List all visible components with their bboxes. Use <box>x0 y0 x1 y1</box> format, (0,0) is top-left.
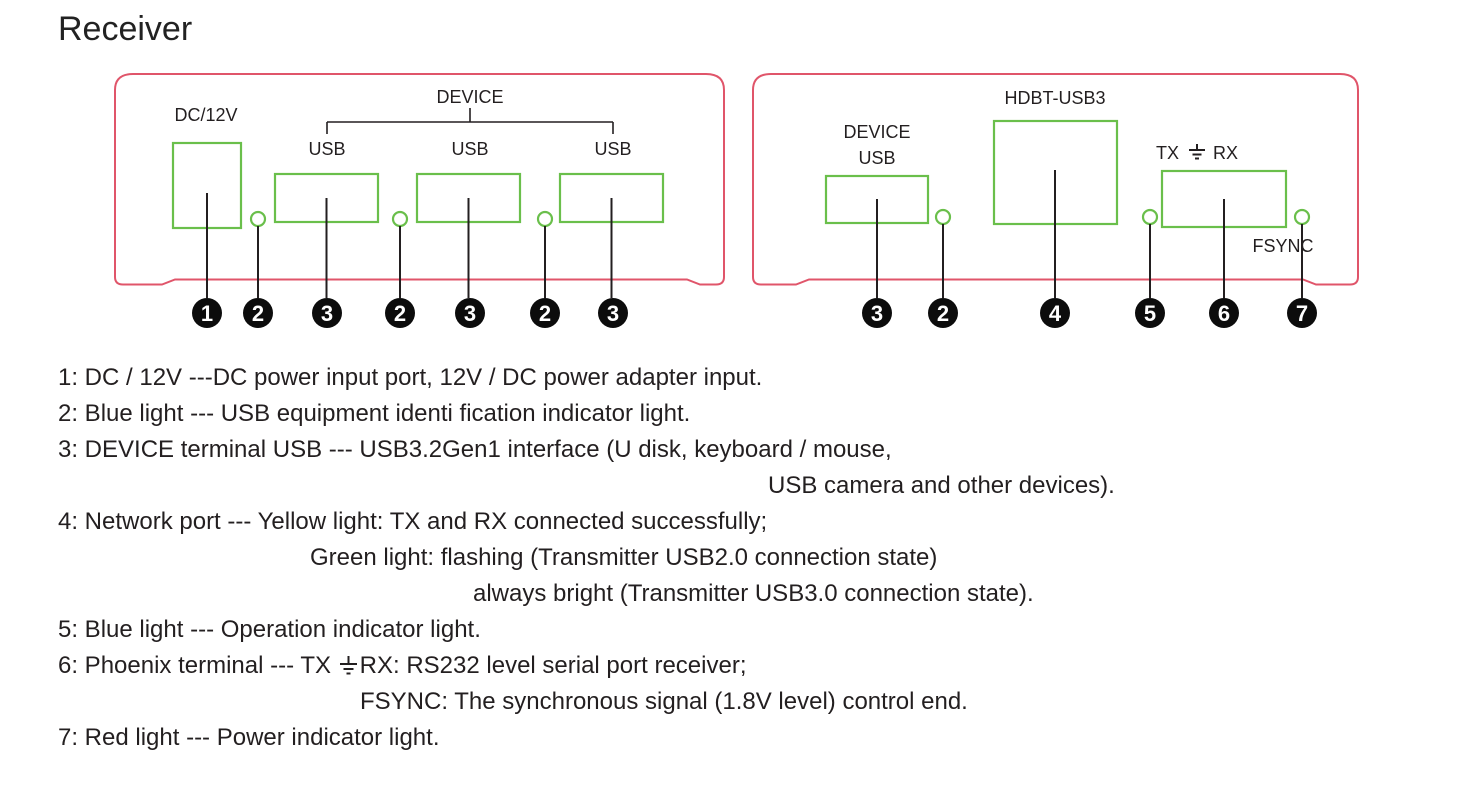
left-leader-lines <box>206 193 613 298</box>
legend-line-2: 2: Blue light --- USB equipment identi f… <box>58 400 691 427</box>
power-led <box>1293 208 1311 226</box>
right-leader-lines <box>876 170 1303 298</box>
legend-line-6b: FSYNC: The synchronous signal (1.8V leve… <box>360 688 968 715</box>
callout-number: 2 <box>394 301 406 326</box>
usb-label-3: USB <box>594 139 631 159</box>
device-label: DEVICE <box>436 87 503 107</box>
legend-line-5: 5: Blue light --- Operation indicator li… <box>58 616 481 643</box>
ground-symbol-icon <box>1189 144 1205 160</box>
callout-circle <box>928 298 958 328</box>
callout-circle <box>1135 298 1165 328</box>
device-usb-label-line1: DEVICE <box>843 122 910 142</box>
callout-number: 1 <box>201 301 213 326</box>
legend-line-4b: Green light: flashing (Transmitter USB2.… <box>310 544 938 571</box>
legend-line-6: 6: Phoenix terminal --- TX RX: RS232 lev… <box>58 648 1438 684</box>
callout-number: 2 <box>252 301 264 326</box>
blue-led-2 <box>391 210 409 228</box>
callout-circle <box>862 298 892 328</box>
callout-circle <box>530 298 560 328</box>
legend-line-1: 1: DC / 12V ---DC power input port, 12V … <box>58 364 763 391</box>
legend: 1: DC / 12V ---DC power input port, 12V … <box>58 360 1438 756</box>
receiver-diagram: DC/12V DEVICE USB USB USB 1 <box>114 73 1359 328</box>
right-panel: DEVICE USB HDBT-USB3 TX RX FSYNC 3 <box>752 73 1359 328</box>
blue-led-3 <box>536 210 554 228</box>
operation-led <box>1141 208 1159 226</box>
callout-circle <box>385 298 415 328</box>
legend-line-6-pre: 6: Phoenix terminal --- TX <box>58 652 338 679</box>
ground-symbol-icon <box>339 656 357 675</box>
callout-number: 3 <box>464 301 476 326</box>
hdbt-usb3-label: HDBT-USB3 <box>1004 88 1105 108</box>
tx-label: TX <box>1156 143 1179 163</box>
callout-number: 5 <box>1144 301 1156 326</box>
left-panel-outline <box>114 73 725 286</box>
legend-line-3: 3: DEVICE terminal USB --- USB3.2Gen1 in… <box>58 436 892 463</box>
callout-circle <box>598 298 628 328</box>
legend-line-6-post: RX: RS232 level serial port receiver; <box>359 652 747 679</box>
usb-label-2: USB <box>451 139 488 159</box>
callout-number: 2 <box>539 301 551 326</box>
left-callouts: 1 2 3 2 3 2 3 <box>192 298 628 328</box>
blue-led-1 <box>249 210 267 228</box>
callout-circle <box>192 298 222 328</box>
callout-number: 4 <box>1049 301 1062 326</box>
callout-number: 7 <box>1296 301 1308 326</box>
usb-label-1: USB <box>308 139 345 159</box>
callout-number: 3 <box>871 301 883 326</box>
device-usb-label-line2: USB <box>858 148 895 168</box>
callout-circle <box>1209 298 1239 328</box>
callout-circle <box>1287 298 1317 328</box>
legend-line-3b: USB camera and other devices). <box>768 472 1115 499</box>
callout-circle <box>1040 298 1070 328</box>
blue-led-right <box>934 208 952 226</box>
dc12v-label: DC/12V <box>174 105 237 125</box>
right-callouts: 3 2 4 5 6 7 <box>862 298 1317 328</box>
left-panel: DC/12V DEVICE USB USB USB 1 <box>114 73 725 328</box>
callout-circle <box>312 298 342 328</box>
callout-number: 3 <box>321 301 333 326</box>
callout-number: 2 <box>937 301 949 326</box>
legend-line-7: 7: Red light --- Power indicator light. <box>58 724 440 751</box>
callout-number: 6 <box>1218 301 1230 326</box>
callout-circle <box>455 298 485 328</box>
page-title: Receiver <box>58 10 193 48</box>
legend-line-4c: always bright (Transmitter USB3.0 connec… <box>473 580 1034 607</box>
device-bracket <box>326 108 614 134</box>
callout-circle <box>243 298 273 328</box>
fsync-label: FSYNC <box>1252 236 1313 256</box>
legend-line-4: 4: Network port --- Yellow light: TX and… <box>58 508 768 535</box>
rx-label: RX <box>1213 143 1238 163</box>
callout-number: 3 <box>607 301 619 326</box>
